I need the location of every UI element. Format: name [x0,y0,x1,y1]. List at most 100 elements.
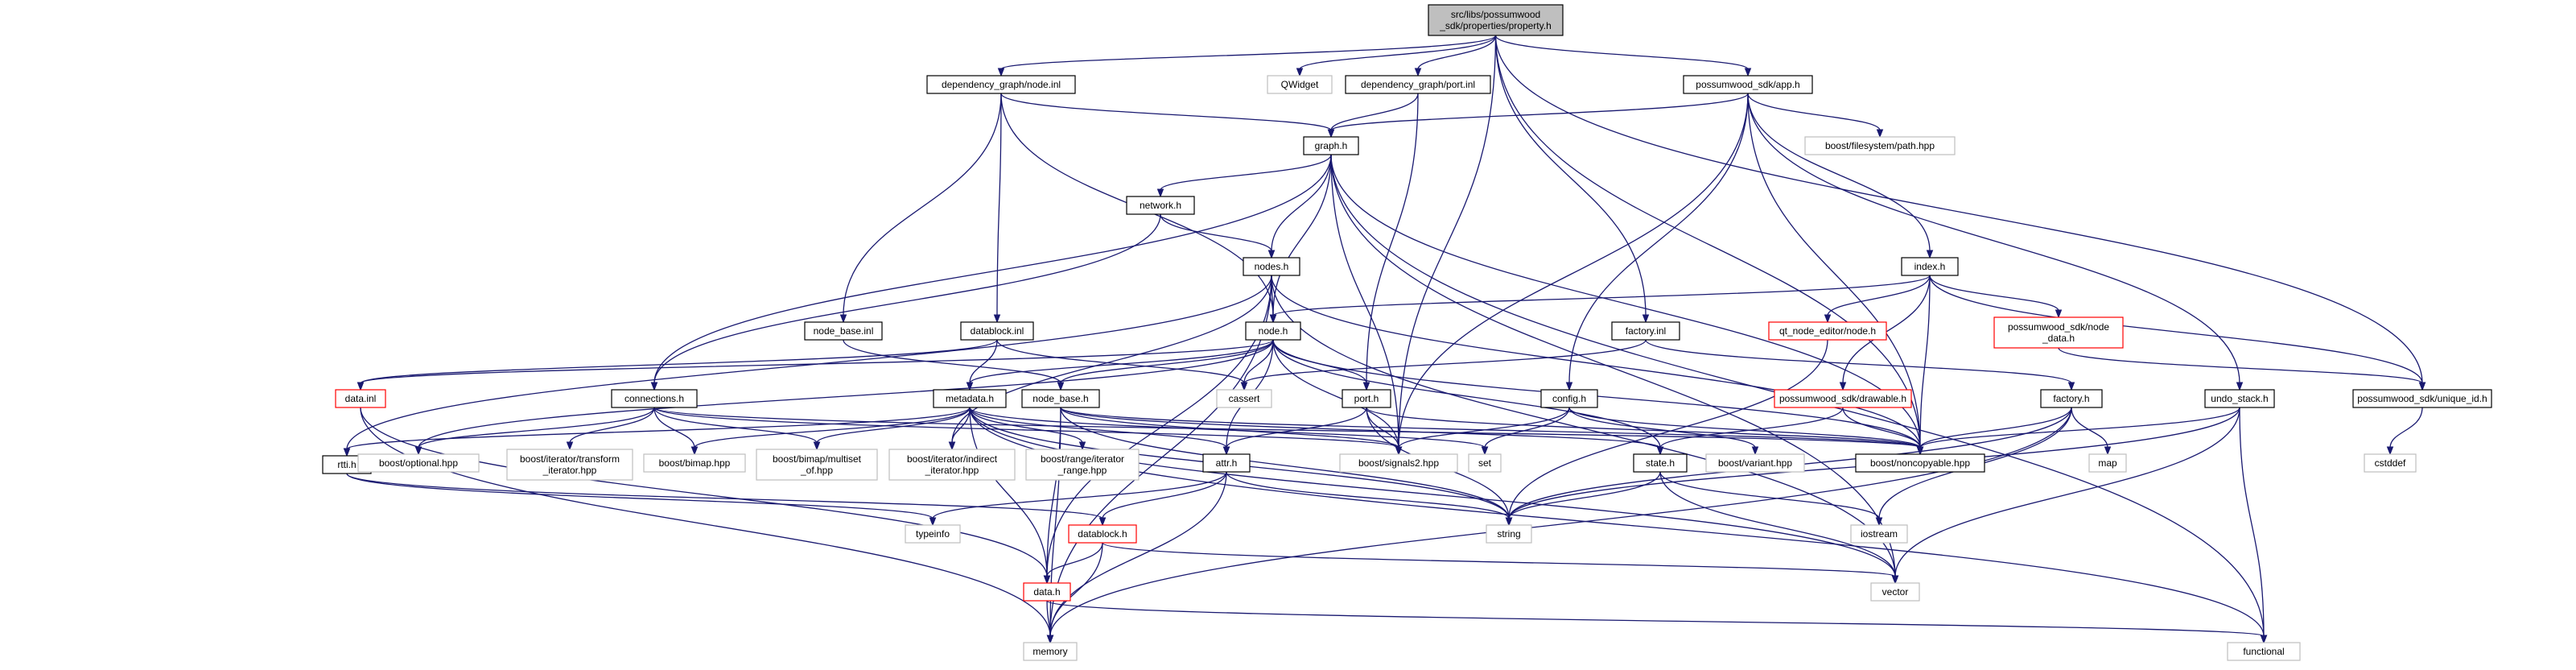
node-dep-port-inl[interactable]: dependency_graph/port.inl [1345,75,1491,94]
node-data-inl[interactable]: data.inl [335,389,386,408]
edge-property_h-to-factory_inl [1494,35,1647,316]
edge-node_base_h-to-state_h [1060,407,1661,449]
edge-node_h-to-metadata_h [969,339,1274,384]
node-datablock-h[interactable]: datablock.h [1068,524,1137,544]
node-network-h[interactable]: network.h [1126,196,1195,215]
node-map: map [2088,453,2127,473]
edge-metadata_h-to-vector [969,407,1896,577]
edge-state_h-to-vector [1659,471,1896,577]
edge-metadata_h-to-boost_range_iter [969,407,1083,444]
node-box [357,453,480,473]
edge-rtti_h-to-datablock_h [346,473,1103,519]
node-factory-inl[interactable]: factory.inl [1611,321,1680,341]
edge-app_h-to-undo_stack_h [1747,93,2240,384]
edge-dep_node_inl-to-graph_h [1000,93,1332,131]
node-graph-h[interactable]: graph.h [1303,136,1359,155]
node-label: possumwood_sdk/app.h [1696,79,1799,90]
node-property-h[interactable]: src/libs/possumwood_sdk/properties/prope… [1428,4,1564,36]
nodes-layer: src/libs/possumwood_sdk/properties/prope… [322,4,2492,661]
edge-factory_inl-to-factory_h [1645,339,2072,384]
node-box [933,389,1007,408]
edge-app_h-to-boost_noncopyable [1747,93,1921,449]
node-boost-noncopyable[interactable]: boost/noncopyable.hpp [1855,453,1985,473]
node-label: graph.h [1315,140,1348,151]
node-boost-fs-path: boost/filesystem/path.hpp [1804,136,1956,155]
edge-datablock_inl-to-cassert [996,339,1245,384]
node-metadata-h[interactable]: metadata.h [933,389,1007,408]
edge-attr_h-to-typeinfo [932,471,1227,519]
node-label: rtti.h [337,459,356,470]
node-undo-stack-h[interactable]: undo_stack.h [2204,389,2275,408]
node-qt-node-editor-node-h[interactable]: qt_node_editor/node.h [1768,321,1887,341]
edge-datablock_h-to-vector [1102,542,1896,577]
edge-factory_h-to-map [2071,407,2108,449]
node-factory-h[interactable]: factory.h [2040,389,2103,408]
node-data-h[interactable]: data.h [1023,582,1071,602]
edge-node_base_h-to-string [1060,407,1510,519]
edge-metadata_h-to-boost_bimap [694,407,971,449]
edge-node_h-to-data_inl [360,339,1274,384]
node-box [1023,642,1078,661]
edge-arrowhead [2104,446,2112,456]
node-label: boost/bimap/multiset [773,453,862,465]
edge-node_h-to-cassert [1243,339,1274,384]
node-box [1342,389,1391,408]
node-drawable-h[interactable]: possumwood_sdk/drawable.h [1774,389,1912,408]
node-box [1804,136,1956,155]
node-node-data-h[interactable]: possumwood_sdk/node_data.h [1993,316,2124,349]
node-box [611,389,698,408]
node-boost-optional: boost/optional.hpp [357,453,480,473]
edge-arrowhead [1414,68,1422,77]
node-connections-h[interactable]: connections.h [611,389,698,408]
node-label: vector [1882,586,1909,598]
node-label: datablock.inl [971,325,1024,337]
node-app-h[interactable]: possumwood_sdk/app.h [1683,75,1813,94]
node-port-h[interactable]: port.h [1342,389,1391,408]
node-label: dependency_graph/node.inl [942,79,1061,90]
edge-app_h-to-boost_fs_path [1747,93,1881,131]
node-label: node_base.h [1032,393,1088,404]
node-box [1540,389,1598,408]
edge-arrowhead [813,441,821,451]
node-box [1486,524,1532,544]
node-label: attr.h [1216,457,1238,469]
node-config-h[interactable]: config.h [1540,389,1598,408]
edge-arrowhead [2418,382,2426,391]
node-node-base-h[interactable]: node_base.h [1021,389,1100,408]
node-box [888,449,1016,481]
edge-data_inl-to-data_h [360,407,1048,577]
node-boost-bimap-multiset: boost/bimap/multiset_of.hpp [756,449,878,481]
edge-property_h-to-boost_noncopyable [1494,35,1921,449]
node-state-h[interactable]: state.h [1633,453,1688,473]
node-nodes-h[interactable]: nodes.h [1243,257,1300,276]
node-label: possumwood_sdk/drawable.h [1779,393,1906,404]
edge-arrowhead [1891,575,1899,585]
node-box [756,449,878,481]
edge-arrowhead [839,314,847,324]
node-node-h[interactable]: node.h [1245,321,1301,341]
node-box [1216,389,1272,408]
node-unique-id-h[interactable]: possumwood_sdk/unique_id.h [2352,389,2492,408]
node-box [1068,524,1137,544]
node-boost-iter-indirect: boost/iterator/indirect_iterator.hpp [888,449,1016,481]
edge-index_h-to-node_data_h [1929,275,2059,312]
edge-dep_node_inl-to-node_base_inl [843,93,1002,316]
node-box [1243,257,1300,276]
edge-connections_h-to-boost_iter_transform [569,407,655,444]
node-box [2204,389,2275,408]
node-datablock-inl[interactable]: datablock.inl [960,321,1034,341]
node-label: functional [2243,646,2284,657]
edge-node_h-to-port_h [1272,339,1367,384]
node-node-base-inl[interactable]: node_base.inl [804,321,883,341]
node-box [1339,453,1458,473]
edge-arrowhead [1046,635,1054,644]
node-box [1768,321,1887,341]
edge-arrowhead [357,382,365,391]
node-dep-node-inl[interactable]: dependency_graph/node.inl [926,75,1076,94]
node-box [2352,389,2492,408]
node-index-h[interactable]: index.h [1901,257,1959,276]
edge-dep_port_inl-to-port_h [1366,93,1419,384]
node-attr-h[interactable]: attr.h [1202,453,1251,473]
edge-undo_stack_h-to-boost_noncopyable [1919,407,2240,449]
